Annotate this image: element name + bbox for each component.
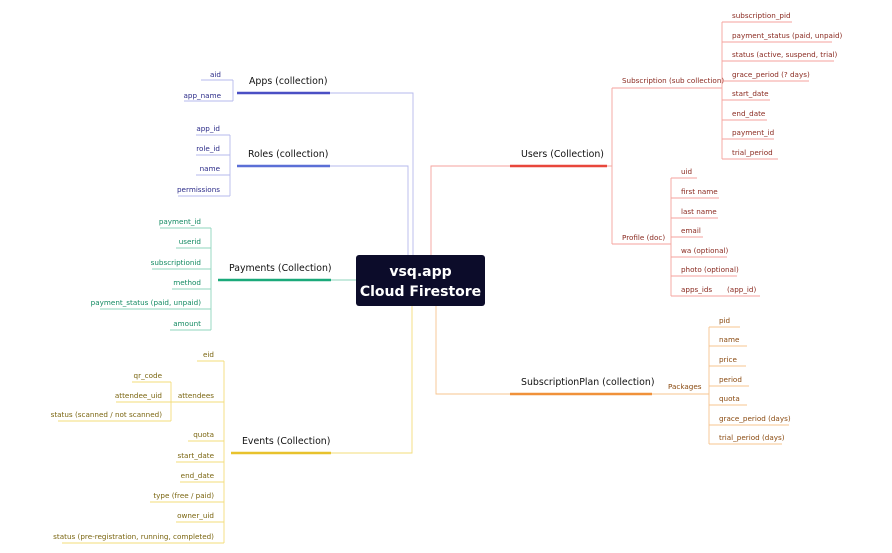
roles-title[interactable]: Roles (collection) [248,149,328,160]
events-field-end-date[interactable]: end_date [181,471,215,480]
profile-field-apps-ids[interactable]: apps_ids [681,285,712,294]
subscription-field-status[interactable]: status (active, suspend, trial) [732,50,837,59]
events-title[interactable]: Events (Collection) [242,436,330,447]
profile-field-email[interactable]: email [681,226,701,235]
subscription-label[interactable]: Subscription (sub collection) [622,76,724,85]
packages-field-quota[interactable]: quota [719,394,740,403]
apps-title[interactable]: Apps (collection) [249,76,327,87]
apps-field-app-name[interactable]: app_name [183,91,221,100]
roles-field-app-id[interactable]: app_id [196,124,220,133]
subscription-field-grace-period[interactable]: grace_period (? days) [732,70,810,79]
packages-field-name[interactable]: name [719,335,740,344]
attendees-field-qr-code[interactable]: qr_code [134,371,163,380]
center-subtitle: Cloud Firestore [360,284,481,300]
users-branch: Users (Collection) Subscription (sub col… [430,11,843,297]
attendees-field-attendee-uid[interactable]: attendee_uid [115,391,162,400]
attendees-field-status[interactable]: status (scanned / not scanned) [51,410,163,419]
roles-field-name[interactable]: name [200,164,221,173]
roles-connector [330,165,409,255]
profile-label[interactable]: Profile (doc) [622,233,665,242]
profile-field-wa[interactable]: wa (optional) [681,246,729,255]
apps-branch: Apps (collection) aid app_name [183,70,414,255]
packages-field-trial-period[interactable]: trial_period (days) [719,433,785,442]
roles-field-permissions[interactable]: permissions [177,185,220,194]
events-field-quota[interactable]: quota [193,430,214,439]
roles-branch: Roles (collection) app_id role_id name p… [177,124,409,255]
subscription-field-subscription-pid[interactable]: subscription_pid [732,11,791,20]
payments-field-payment-id[interactable]: payment_id [159,217,201,226]
payments-title[interactable]: Payments (Collection) [229,263,332,274]
events-field-attendees[interactable]: attendees [178,391,214,400]
profile-field-first-name[interactable]: first name [681,187,718,196]
apps-connector [330,92,414,255]
events-branch: Events (Collection) eid attendees quota … [51,306,413,544]
events-field-start-date[interactable]: start_date [177,451,214,460]
packages-field-pid[interactable]: pid [719,316,730,325]
center-title: vsq.app [389,264,451,280]
payments-branch: Payments (Collection) payment_id userid … [91,217,356,331]
subscription-plan-branch: SubscriptionPlan (collection) Packages p… [435,306,791,445]
subscription-field-trial-period[interactable]: trial_period [732,148,773,157]
subscription-field-payment-status[interactable]: payment_status (paid, unpaid) [732,31,843,40]
subscription-field-end-date[interactable]: end_date [732,109,766,118]
center-node-box [356,255,485,306]
payments-field-amount[interactable]: amount [173,319,201,328]
events-field-owner-uid[interactable]: owner_uid [177,511,214,520]
profile-field-last-name[interactable]: last name [681,207,717,216]
profile-field-photo[interactable]: photo (optional) [681,265,739,274]
subscription-field-payment-id[interactable]: payment_id [732,128,774,137]
events-connector [331,306,413,454]
events-field-eid[interactable]: eid [203,350,214,359]
apps-field-aid[interactable]: aid [210,70,221,79]
packages-field-price[interactable]: price [719,355,737,364]
users-title[interactable]: Users (Collection) [521,149,604,160]
profile-field-uid[interactable]: uid [681,167,692,176]
center-node[interactable]: vsq.app Cloud Firestore [356,255,485,306]
payments-field-method[interactable]: method [173,278,201,287]
packages-field-grace-period[interactable]: grace_period (days) [719,414,791,423]
packages-field-period[interactable]: period [719,375,742,384]
events-field-type[interactable]: type (free / paid) [153,491,214,500]
payments-field-payment-status[interactable]: payment_status (paid, unpaid) [91,298,202,307]
roles-field-role-id[interactable]: role_id [196,144,220,153]
plan-title[interactable]: SubscriptionPlan (collection) [521,377,654,388]
payments-field-userid[interactable]: userid [179,237,201,246]
packages-label[interactable]: Packages [668,382,702,391]
plan-connector [435,306,510,395]
users-connector [430,165,510,255]
events-field-status[interactable]: status (pre-registration, running, compl… [53,532,214,541]
payments-field-subscriptionid[interactable]: subscriptionid [151,258,201,267]
subscription-field-start-date[interactable]: start_date [732,89,769,98]
profile-field-apps-ids-note: (app_id) [727,285,756,294]
